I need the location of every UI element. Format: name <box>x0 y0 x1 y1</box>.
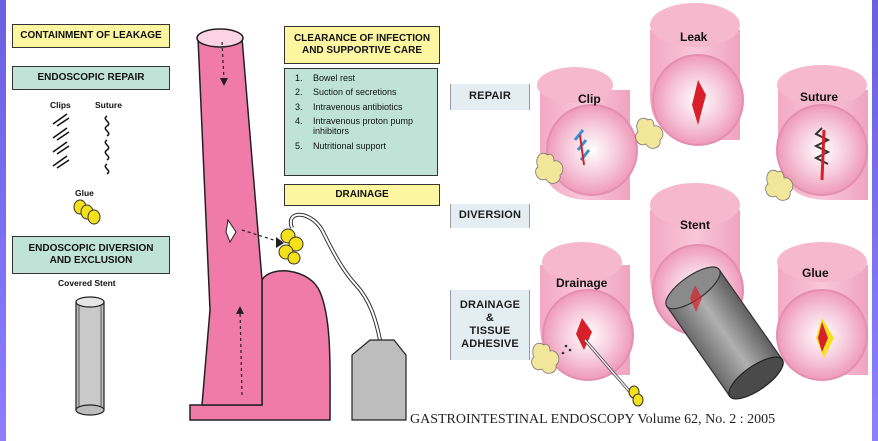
drainage-label-left: DRAINAGE <box>284 184 440 206</box>
drainage-label-right: Drainage <box>556 276 607 290</box>
clip-label: Clip <box>578 92 601 106</box>
clips-icon <box>53 114 69 168</box>
glue-tube <box>777 242 868 380</box>
containment-label: CONTAINMENT OF LEAKAGE <box>12 24 170 48</box>
journal-citation: GASTROINTESTINAL ENDOSCOPY Volume 62, No… <box>410 412 775 428</box>
care-item: 3.Intravenous antibiotics <box>295 102 429 112</box>
clips-suture-icons <box>45 112 125 182</box>
suture-icon <box>105 116 108 174</box>
supportive-care-list: 1.Bowel rest 2.Suction of secretions 3.I… <box>284 68 438 176</box>
drainage-adhesive-label: DRAINAGE & TISSUE ADHESIVE <box>450 290 530 360</box>
care-item: 4.Intravenous proton pump inhibitors <box>295 116 429 137</box>
clearance-label: CLEARANCE OF INFECTION AND SUPPORTIVE CA… <box>284 26 440 64</box>
clip-tube <box>536 67 637 200</box>
bowel-segments-illustration <box>530 0 875 415</box>
diversion-label: DIVERSION <box>450 204 530 228</box>
clips-label: Clips <box>50 100 71 110</box>
glue-icon <box>70 198 104 228</box>
leak-tube <box>636 3 743 148</box>
glue-label: Glue <box>75 188 94 198</box>
diversion-exclusion-label: ENDOSCOPIC DIVERSION AND EXCLUSION <box>12 236 170 274</box>
stent-tube <box>650 183 789 406</box>
left-edge-decoration <box>0 0 6 441</box>
care-item: 2.Suction of secretions <box>295 87 429 97</box>
covered-stent-icon <box>72 294 108 418</box>
suture-label: Suture <box>95 100 122 110</box>
leak-label: Leak <box>680 30 707 44</box>
endoscopic-repair-label: ENDOSCOPIC REPAIR <box>12 66 170 90</box>
care-item: 1.Bowel rest <box>295 73 429 83</box>
repair-label: REPAIR <box>450 84 530 110</box>
covered-stent-label: Covered Stent <box>58 278 116 288</box>
drainage-tube <box>532 242 643 406</box>
suture-tube <box>766 65 868 200</box>
care-item: 5.Nutritional support <box>295 141 429 151</box>
glue-label-right: Glue <box>802 266 829 280</box>
suture-label-right: Suture <box>800 90 838 104</box>
stent-label: Stent <box>680 218 710 232</box>
